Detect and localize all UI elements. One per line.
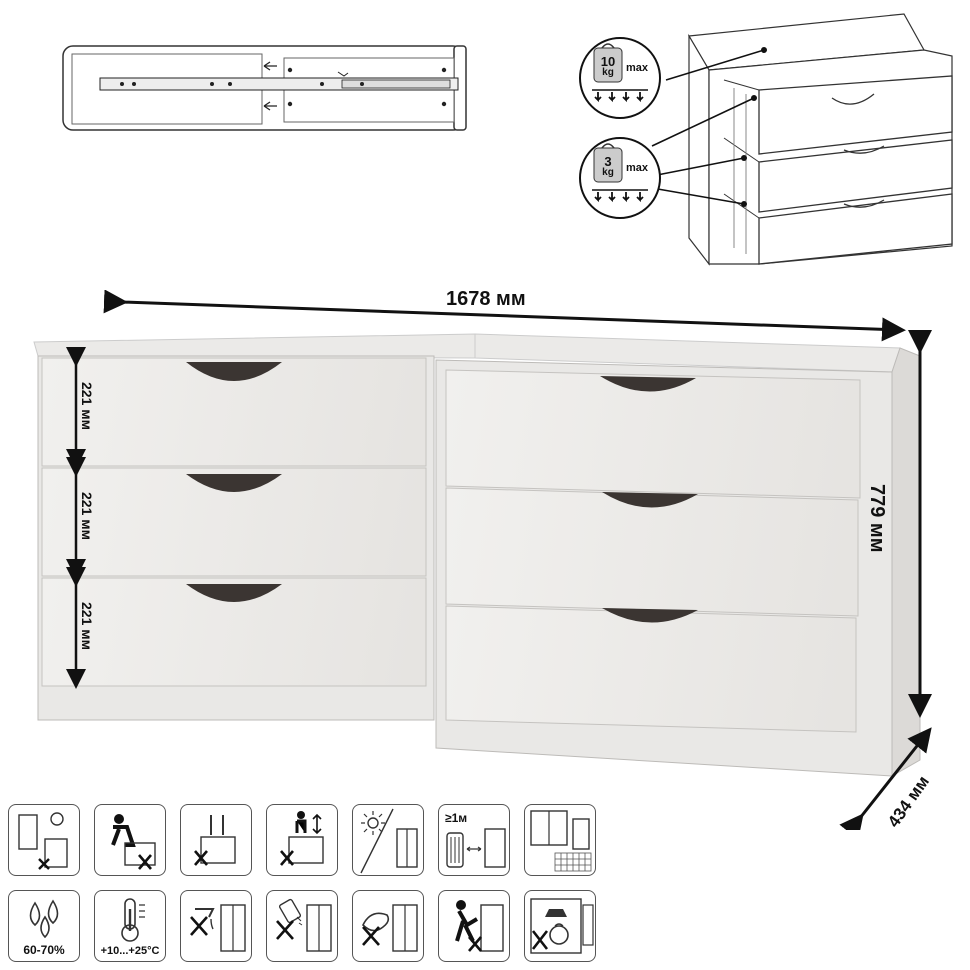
- humidity-label: 60-70%: [23, 943, 65, 957]
- top-load-value: 10: [600, 54, 616, 69]
- no-standing-on-furniture-icon: [180, 804, 252, 876]
- drawer-load-value: 3: [604, 154, 612, 169]
- width-dimension-label: 1678 мм: [446, 288, 526, 310]
- temperature-label: +10...+25°C: [100, 945, 160, 957]
- drawer-height-label-2: 221 мм: [79, 492, 95, 540]
- ventilated-room-icon: [524, 804, 596, 876]
- drawer-load-max: max: [626, 162, 649, 174]
- load-limit-diagram: [579, 13, 953, 266]
- dresser-drawing: [33, 290, 932, 830]
- height-dimension-label: 779 мм: [866, 484, 888, 553]
- no-pushing-icon: [438, 890, 510, 962]
- drawer-height-label-3: 221 мм: [79, 602, 95, 650]
- no-sitting-on-furniture-icon: [94, 804, 166, 876]
- top-load-max: max: [626, 62, 649, 74]
- top-load-unit: kg: [602, 67, 614, 78]
- no-water-icon: [180, 890, 252, 962]
- distance-from-heater-icon: ≥1м: [438, 804, 510, 876]
- avoid-sunlight-icon: [352, 804, 424, 876]
- drawer-load-unit: kg: [602, 167, 614, 178]
- humidity-icon: 60-70%: [8, 890, 80, 962]
- drawer-height-label-1: 221 мм: [79, 382, 95, 430]
- no-climbing-icon: [266, 804, 338, 876]
- no-chemicals-icon: [266, 890, 338, 962]
- no-heavy-load-on-shelf-icon: [524, 890, 596, 962]
- temperature-icon: +10...+25°C: [94, 890, 166, 962]
- no-lifting-by-top-icon: [8, 804, 80, 876]
- drawer-slide-detail: [62, 45, 467, 131]
- distance-label: ≥1м: [445, 811, 468, 825]
- no-abrasive-cleaning-icon: [352, 890, 424, 962]
